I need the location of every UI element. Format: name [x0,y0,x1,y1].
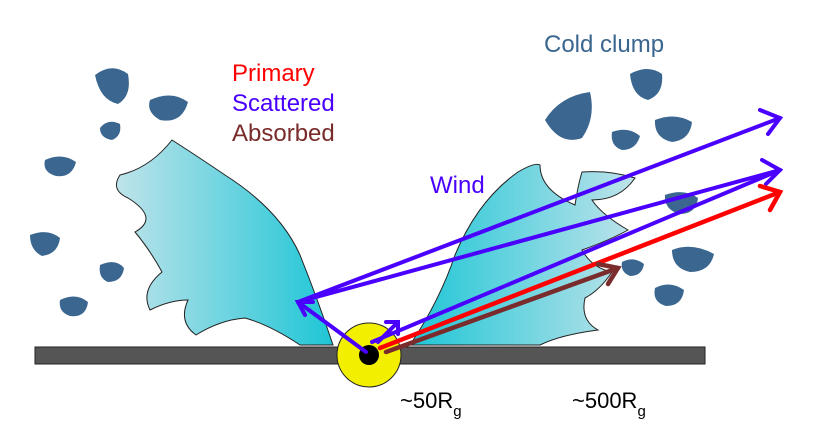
cold-clump-label: Cold clump [544,31,664,58]
cold-clump [44,156,76,177]
cold-clump [654,284,684,306]
absorbed-ray [383,265,621,355]
outer-radius-label: ~500Rg [572,388,646,420]
scattered-ray-upper [296,116,782,304]
wind-label: Wind [430,172,485,199]
scattered-ray-middle [296,168,782,304]
cold-clump [630,69,663,100]
cold-clump [672,246,714,272]
cold-clumps-left [30,68,188,317]
primary-arrowhead [757,183,784,213]
inner-radius-subscript: g [453,403,461,420]
inner-radius-label: ~50Rg [400,388,462,420]
scattered-arrowhead [758,108,784,136]
cold-clump [95,68,129,104]
scattered-arrowhead [384,320,400,336]
cold-clump [611,129,640,150]
cold-clump [59,296,88,317]
legend-absorbed: Absorbed [232,120,335,147]
absorbed-arrowhead [595,261,622,287]
cold-clump [99,262,124,282]
cold-clump [30,232,60,256]
cold-clump [545,92,592,140]
legend: Primary Scattered Absorbed [232,60,335,147]
wind-left [115,139,334,346]
legend-scattered: Scattered [232,90,335,117]
cold-clump [100,121,121,140]
wind-right [409,163,636,346]
scattered-ray-inbound [296,300,368,354]
primary-ray [377,189,783,351]
outer-radius-value: ~500R [572,388,637,413]
outer-radius-subscript: g [637,403,645,420]
inner-radius-value: ~50R [400,388,453,413]
cold-clumps-right [545,69,714,306]
cold-clump [621,259,644,276]
cold-clump [149,95,188,121]
legend-primary: Primary [232,60,315,87]
cold-clump [654,116,692,142]
scattered-ray-stub [376,320,400,344]
ray-arrows [294,108,784,355]
scattered-ray-from-source [370,168,782,344]
